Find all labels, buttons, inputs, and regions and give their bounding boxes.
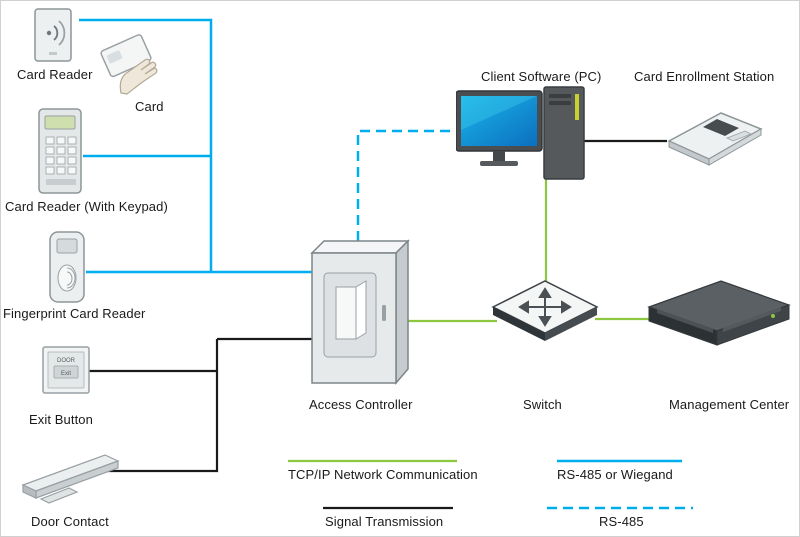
legend-rs485-label: RS-485 <box>599 514 644 529</box>
client-pc-label: Client Software (PC) <box>481 69 602 84</box>
exit-button-label: Exit Button <box>29 412 93 427</box>
access-controller-label: Access Controller <box>309 397 413 412</box>
legend-rs485-wiegand-label: RS-485 or Wiegand <box>557 467 673 482</box>
card-label: Card <box>135 99 164 114</box>
keypad-card-reader-label: Card Reader (With Keypad) <box>5 199 168 214</box>
switch-label: Switch <box>523 397 562 412</box>
switch-icon <box>491 280 599 341</box>
rs485-dashed-line <box>356 129 453 241</box>
card-in-hand-icon <box>100 34 158 95</box>
enrollment-station-icon <box>667 112 763 166</box>
legend-tcpip-label: TCP/IP Network Communication <box>288 467 478 482</box>
line-card-reader-to-bus <box>79 18 213 272</box>
fingerprint-reader-icon <box>49 231 85 303</box>
rs485-wiegand-bus <box>79 18 312 274</box>
legend-signal-label: Signal Transmission <box>325 514 444 529</box>
signal-lines <box>89 139 667 473</box>
exit-button-door-text: DOOR <box>57 358 76 364</box>
keypad-card-reader-icon <box>38 108 82 194</box>
door-contact-label: Door Contact <box>31 514 109 529</box>
client-pc-icon <box>456 86 585 180</box>
line-controller-to-pc <box>356 129 453 241</box>
line-bus-to-door-contact <box>104 339 219 473</box>
tcpip-lines <box>408 179 653 323</box>
management-center-label: Management Center <box>669 397 790 412</box>
card-reader-icon <box>34 8 72 62</box>
hand-icon <box>119 58 158 95</box>
card-reader-label: Card Reader <box>17 67 93 82</box>
pc-tower <box>543 86 585 180</box>
exit-button-exit-text: Exit <box>61 371 71 377</box>
four-way-arrow-icon <box>518 287 572 327</box>
door-contact-icon <box>21 454 120 504</box>
management-center-icon <box>647 280 791 346</box>
access-controller-icon <box>310 239 410 386</box>
exit-button-icon: DOOR Exit <box>42 346 90 394</box>
fingerprint-reader-label: Fingerprint Card Reader <box>3 306 146 321</box>
enrollment-station-label: Card Enrollment Station <box>634 69 775 84</box>
